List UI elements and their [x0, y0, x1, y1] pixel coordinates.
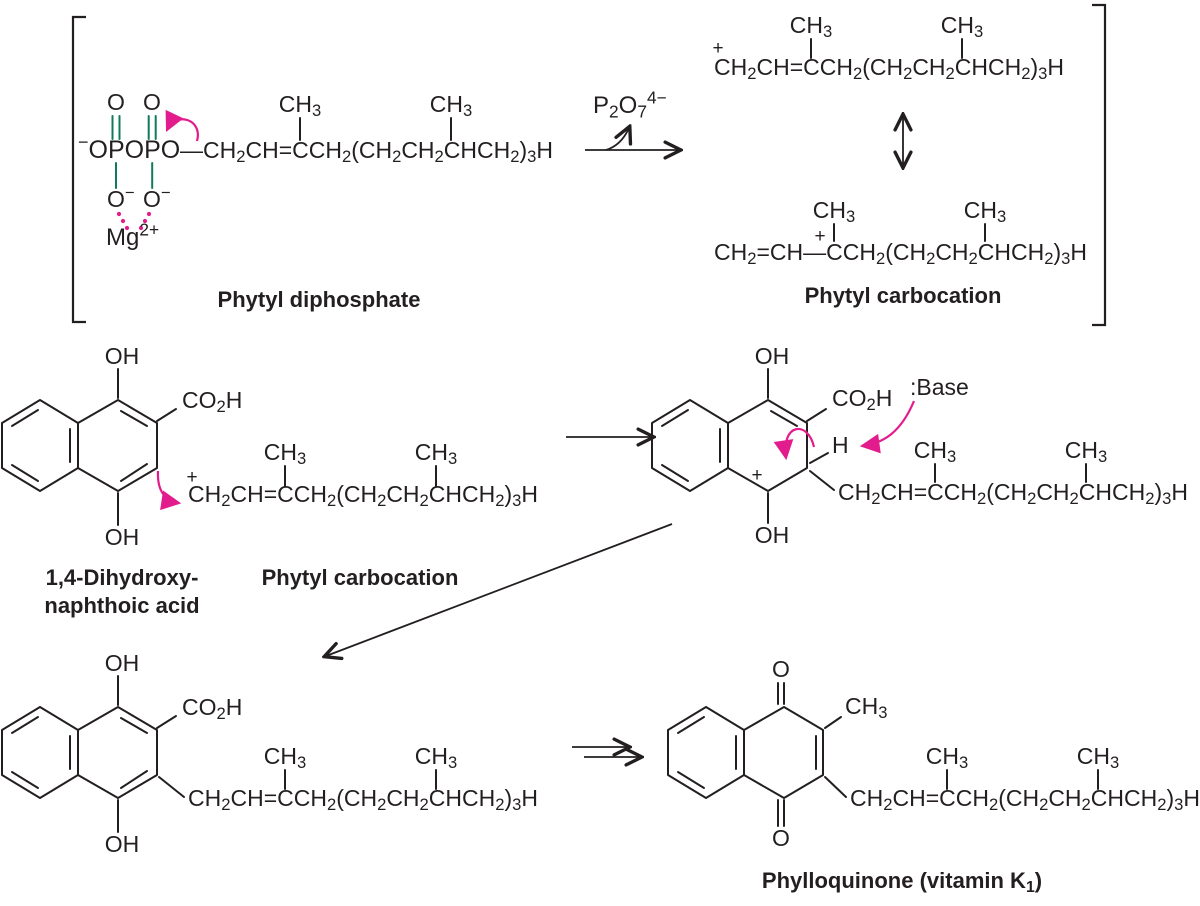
oxygen-anion-label: O− [107, 183, 135, 212]
reaction-arrow-top: P2O74− [585, 87, 679, 150]
carbonyl-oxygen-label: O [772, 825, 790, 851]
methyl-label: CH3 [264, 743, 306, 772]
carboxyl-label: CO2H [832, 385, 892, 414]
chain-formula: CH2CH=CCH2(CH2CH2CHCH2)3H [850, 785, 1200, 814]
structure-label-phylloquinone: Phylloquinone (vitamin K1) [762, 868, 1042, 896]
hydroxyl-label: OH [755, 343, 790, 369]
structure-label-dhna-line2: naphthoic acid [44, 593, 199, 618]
multistep-arrow [572, 747, 640, 757]
leaving-group-label: P2O74− [593, 87, 667, 121]
carboxyl-bond [156, 715, 177, 729]
structure-label-dhna-line1: 1,4-Dihydroxy- [46, 565, 199, 590]
hydroxyl-label: OH [105, 650, 140, 676]
chain-bond [809, 470, 835, 491]
methyl-label: CH3 [415, 439, 457, 468]
methyl-label: CH3 [941, 12, 983, 41]
plus-charge: + [751, 465, 762, 486]
structure-label-phytyl-diphosphate: Phytyl diphosphate [218, 287, 421, 312]
phosphoryl-oxygen-label: O [107, 89, 125, 115]
carboxyl-bond [806, 408, 827, 422]
phytyl-carbocation-resonance-2: + CH2=CH—CCH2(CH2CH2CHCH2)3H CH3 CH3 [714, 197, 1087, 268]
leaving-group-arrow [605, 128, 629, 151]
bracket-left [71, 15, 86, 324]
bracket-right [1092, 3, 1107, 327]
methyl-bond [824, 716, 842, 729]
carbocation-chain-formula: CH2=CH—CCH2(CH2CH2CHCH2)3H [714, 239, 1087, 268]
structure-label-phytyl-carbocation-middle: Phytyl carbocation [262, 565, 459, 590]
chain-formula: CH2CH=CCH2(CH2CH2CHCH2)3H [188, 785, 538, 814]
hydroxyl-label: OH [105, 831, 140, 857]
magnesium-ion-label: Mg2+ [106, 219, 159, 251]
alkylated-naphthalenediol: OH CO2H OH CH2CH=CCH2(CH2CH2CHCH2)3H CH3… [1, 650, 538, 857]
phytyl-diphosphate: O O −OPOPO O− O− Mg2+ —CH2CH=CCH2(CH2CH2… [78, 89, 553, 312]
hydroxyl-label: OH [105, 343, 140, 369]
phosphoryl-oxygen-label: O [143, 89, 161, 115]
mg-coordination-dots [116, 211, 152, 231]
plus-charge: + [814, 226, 825, 247]
methyl-label: CH3 [1065, 437, 1107, 466]
naphthoquinone-ring-bonds [667, 706, 824, 799]
chain-bond [158, 776, 185, 798]
carboxyl-bond [156, 408, 177, 422]
dihydroxynaphthoic-acid: OH CO2H OH 1,4-Dihydroxy- naphthoic acid [1, 343, 242, 618]
phytyl-chain-formula: —CH2CH=CCH2(CH2CH2CHCH2)3H [180, 137, 553, 166]
naphthalene-ring-bonds [1, 399, 158, 492]
structure-label-phytyl-carbocation-top: Phytyl carbocation [805, 283, 1002, 308]
phytyl-carbocation-resonance-1: + CH2CH=CCH2(CH2CH2CHCH2)3H CH3 CH3 [712, 12, 1064, 83]
methyl-label: CH3 [790, 12, 832, 41]
chain-formula: CH2CH=CCH2(CH2CH2CHCH2)3H [838, 479, 1188, 508]
curved-arrow-alkylation [156, 470, 182, 511]
hydroxyl-label: OH [755, 522, 790, 548]
acidic-hydrogen-label: H [832, 432, 849, 458]
methyl-label: CH3 [264, 439, 306, 468]
c-h-bond [809, 452, 829, 464]
methyl-label: CH3 [415, 743, 457, 772]
methyl-label: CH3 [1077, 743, 1119, 772]
reaction-arrow-diagonal [326, 523, 673, 656]
methyl-label: CH3 [813, 197, 855, 226]
hydroxyl-label: OH [105, 524, 140, 550]
plus-charge: + [712, 38, 723, 59]
phytyl-carbocation-middle: + CH2CH=CCH2(CH2CH2CHCH2)3H CH3 CH3 Phyt… [156, 439, 538, 590]
carboxyl-label: CO2H [182, 387, 242, 416]
arenium-intermediate: OH CO2H H :Base + OH CH2CH=CCH2(CH2CH2CH… [651, 343, 1188, 548]
carbocation-chain-formula: CH2CH=CCH2(CH2CH2CHCH2)3H [714, 54, 1064, 83]
methyl-label: CH3 [926, 743, 968, 772]
methyl-label: CH3 [914, 437, 956, 466]
base-label: :Base [910, 374, 969, 400]
carbonyl-double-bonds [777, 682, 785, 827]
methyl-label: CH3 [430, 91, 472, 120]
curved-arrow-rearomatization [773, 428, 816, 461]
methyl-label: CH3 [279, 91, 321, 120]
naphthalene-ring-bonds [651, 399, 808, 492]
oxygen-anion-label: O− [143, 183, 171, 212]
carboxyl-label: CO2H [182, 694, 242, 723]
ring-methyl-label: CH3 [845, 693, 887, 722]
carbonyl-oxygen-label: O [772, 656, 790, 682]
naphthalene-ring-bonds [1, 706, 158, 799]
curved-arrow-phosphate-cleavage [165, 109, 199, 142]
methyl-label: CH3 [964, 197, 1006, 226]
plus-charge: + [186, 467, 197, 488]
curved-arrow-deprotonation [859, 400, 916, 454]
phosphate-double-bond-lines [111, 115, 157, 189]
diphosphate-backbone-formula: −OPOPO [78, 132, 180, 164]
carbocation-chain-formula: CH2CH=CCH2(CH2CH2CHCH2)3H [188, 481, 538, 510]
chain-bond [824, 776, 847, 798]
phylloquinone: O CH3 O CH2CH=CCH2(CH2CH2CHCH2)3H CH3 CH… [667, 656, 1200, 896]
